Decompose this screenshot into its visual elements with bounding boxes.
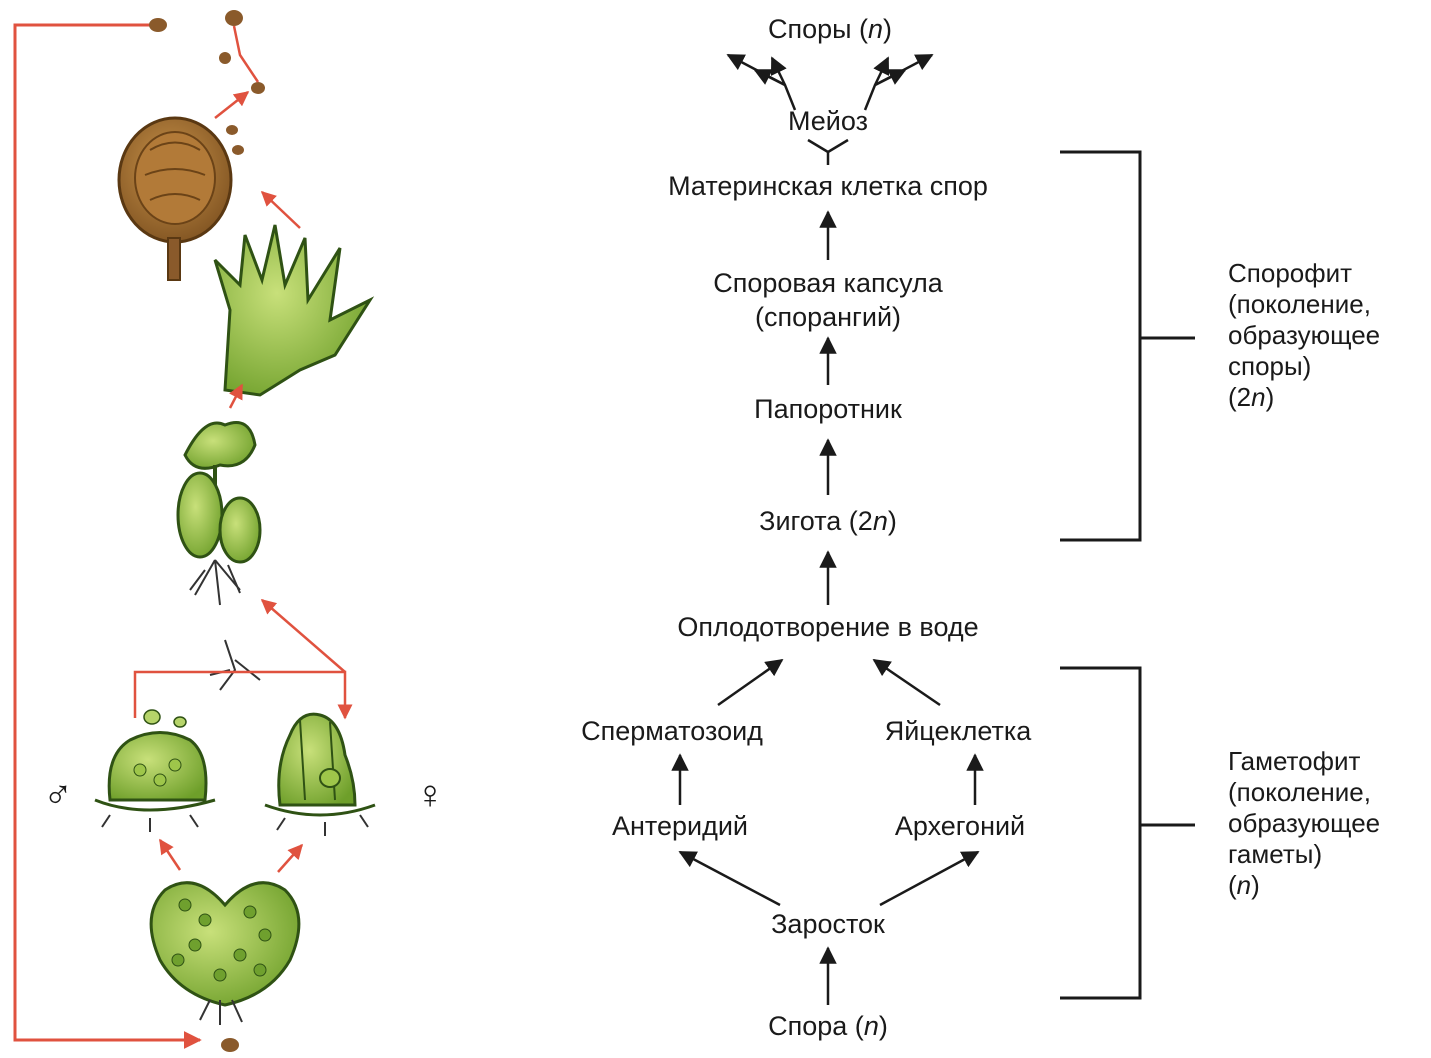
sporophyte-ploidy: (2n)	[1228, 382, 1274, 412]
node-fertilization: Оплодотворение в воде	[677, 612, 978, 642]
archegonium-illustration	[265, 714, 375, 836]
node-antheridium: Антеридий	[612, 811, 748, 841]
node-spores: Споры (n)	[768, 14, 892, 44]
sporophyte-desc-3: споры)	[1228, 351, 1311, 381]
sporophyte-bracket	[1060, 152, 1195, 540]
node-spore-mother-cell: Материнская клетка спор	[668, 171, 988, 201]
fern-frond-illustration	[215, 225, 370, 395]
female-symbol: ♀	[415, 773, 445, 817]
young-sporophyte-illustration	[178, 423, 260, 691]
node-sperm: Сперматозоид	[581, 716, 763, 746]
gametophyte-ploidy: (n)	[1228, 870, 1260, 900]
node-prothallus: Заросток	[771, 909, 885, 939]
gametophyte-desc-3: гаметы)	[1228, 839, 1322, 869]
node-fern: Папоротник	[754, 394, 902, 424]
gametophyte-bracket	[1060, 668, 1195, 998]
arrow-sperm-to-fertilization	[718, 660, 782, 705]
spore-dot	[221, 1038, 239, 1052]
prothallus-illustration	[151, 883, 299, 1025]
arrow-prothallus-to-antheridium-node	[680, 852, 780, 905]
arrow-prothallus-to-archegonium	[278, 845, 302, 872]
node-archegonium: Архегоний	[895, 811, 1025, 841]
node-capsule-line2: (спорангий)	[755, 302, 901, 332]
sporangium-illustration	[119, 118, 231, 280]
life-cycle-illustration: ♂ ♀	[15, 10, 445, 1052]
antheridium-illustration	[95, 710, 215, 832]
male-symbol: ♂	[43, 773, 73, 817]
flow-diagram: Споры (n) Мейоз Материнская клетка спор …	[581, 14, 1032, 1041]
sporophyte-label: Спорофит (поколение, образующее споры) (…	[1228, 258, 1380, 412]
node-meiosis: Мейоз	[788, 106, 868, 136]
gametophyte-desc-1: (поколение,	[1228, 777, 1371, 807]
node-egg: Яйцеклетка	[885, 716, 1033, 746]
sporophyte-title: Спорофит	[1228, 258, 1352, 288]
arrow-prothallus-to-archegonium-node	[880, 852, 978, 905]
arrow-leaf-to-sporangium	[262, 192, 300, 228]
node-zygote: Зигота (2n)	[759, 506, 897, 536]
gametophyte-label: Гаметофит (поколение, образующее гаметы)…	[1228, 746, 1380, 900]
sporophyte-desc-1: (поколение,	[1228, 289, 1371, 319]
node-capsule-line1: Споровая капсула	[713, 268, 944, 298]
arrow-egg-to-fertilization	[874, 660, 940, 705]
gametophyte-desc-2: образующее	[1228, 808, 1380, 838]
sporophyte-desc-2: образующее	[1228, 320, 1380, 350]
arrow-gametangia-to-sporophyte	[262, 600, 345, 672]
arrow-gametangia-link	[135, 672, 345, 718]
arrow-prothallus-to-antheridium	[160, 840, 180, 870]
gametophyte-title: Гаметофит	[1228, 746, 1361, 776]
node-spore: Спора (n)	[768, 1011, 888, 1041]
